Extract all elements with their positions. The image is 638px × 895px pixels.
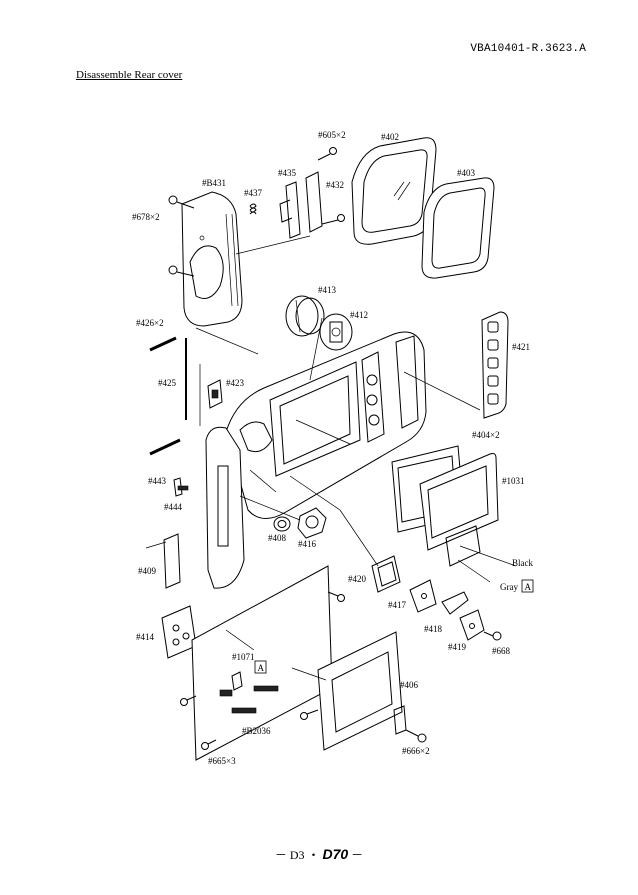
rear-cover-side — [205, 426, 245, 589]
label-412: #412 — [350, 310, 368, 320]
footer-model-name: D70 — [322, 846, 349, 862]
part-406-frame — [317, 631, 407, 751]
part-605-screw — [317, 147, 337, 161]
label-B2036: #B2036 — [242, 726, 271, 736]
part-414-flex — [161, 605, 197, 659]
footer-page-prefix: － D3 ・ — [274, 848, 320, 862]
part-413-dial — [285, 295, 325, 337]
label-420: #420 — [348, 574, 367, 584]
footer-page-suffix: － — [351, 848, 364, 862]
part-409-plate — [163, 533, 181, 589]
part-403-protector — [421, 177, 495, 279]
label-gray-box: A — [525, 582, 532, 592]
part-416-button — [297, 507, 327, 539]
part-665-screw-2 — [180, 695, 197, 706]
label-413: #413 — [318, 285, 337, 295]
label-1031: #1031 — [502, 476, 525, 486]
part-678-screw-bottom — [168, 265, 195, 277]
rear-cover-body — [225, 331, 427, 519]
label-409: #409 — [138, 566, 157, 576]
part-419-bracket — [459, 609, 485, 641]
label-666: #666×2 — [402, 746, 430, 756]
part-605-screw-2 — [321, 214, 345, 225]
part-435-bracket — [279, 181, 301, 239]
part-665-screw — [201, 739, 217, 750]
part-678-screw-top — [168, 195, 195, 209]
leader-lines — [145, 317, 517, 681]
part-B431-cover — [181, 191, 243, 327]
part-420-cover — [371, 555, 401, 593]
label-B431: #B431 — [202, 178, 226, 188]
label-404: #404×2 — [472, 430, 500, 440]
gray-connector-box — [521, 579, 534, 593]
part-labels: #605×2 #402 #435 #432 #403 #B431 #437 #6… — [132, 130, 533, 766]
part-437-spring — [249, 203, 257, 215]
label-1071-connector-box — [254, 660, 267, 674]
label-1071-box: A — [258, 663, 265, 673]
page-footer: － D3 ・ D70 － — [0, 846, 638, 863]
label-665: #665×3 — [208, 756, 236, 766]
label-418: #418 — [424, 624, 443, 634]
label-425: #425 — [158, 378, 177, 388]
part-666-screw — [405, 729, 427, 743]
label-417: #417 — [388, 600, 407, 610]
part-1031-lcd-module — [419, 453, 499, 567]
label-gray: Gray — [500, 582, 518, 592]
label-402: #402 — [381, 132, 399, 142]
label-421: #421 — [512, 342, 530, 352]
part-423-button — [207, 379, 223, 409]
part-426-rods — [149, 336, 187, 456]
label-408: #408 — [268, 533, 287, 543]
part-408-ring — [273, 516, 291, 532]
part-screw-lower-2 — [300, 709, 319, 720]
part-412-selector — [319, 313, 353, 351]
label-426: #426×2 — [136, 318, 164, 328]
label-444: #444 — [164, 502, 183, 512]
label-419: #419 — [448, 642, 467, 652]
label-678: #678×2 — [132, 212, 160, 222]
part-444-part — [177, 485, 189, 491]
label-406: #406 — [400, 680, 419, 690]
part-418-bracket — [441, 591, 469, 615]
part-432-plate — [305, 171, 323, 233]
label-435: #435 — [278, 168, 297, 178]
section-title: Disassemble Rear cover — [76, 69, 183, 81]
label-414: #414 — [136, 632, 155, 642]
label-black: Black — [512, 558, 533, 568]
label-443: #443 — [148, 476, 167, 486]
label-668: #668 — [492, 646, 511, 656]
label-437: #437 — [244, 188, 263, 198]
label-403: #403 — [457, 168, 476, 178]
part-668-screw — [483, 631, 502, 641]
label-432: #432 — [326, 180, 344, 190]
document-code: VBA10401-R.3623.A — [470, 43, 586, 55]
label-423: #423 — [226, 378, 245, 388]
label-605: #605×2 — [318, 130, 346, 140]
part-421-button-strip — [481, 311, 509, 419]
part-screw-lower-1 — [327, 591, 345, 602]
part-417-bracket — [409, 579, 437, 613]
label-416: #416 — [298, 539, 317, 549]
label-1071: #1071 — [232, 652, 255, 662]
